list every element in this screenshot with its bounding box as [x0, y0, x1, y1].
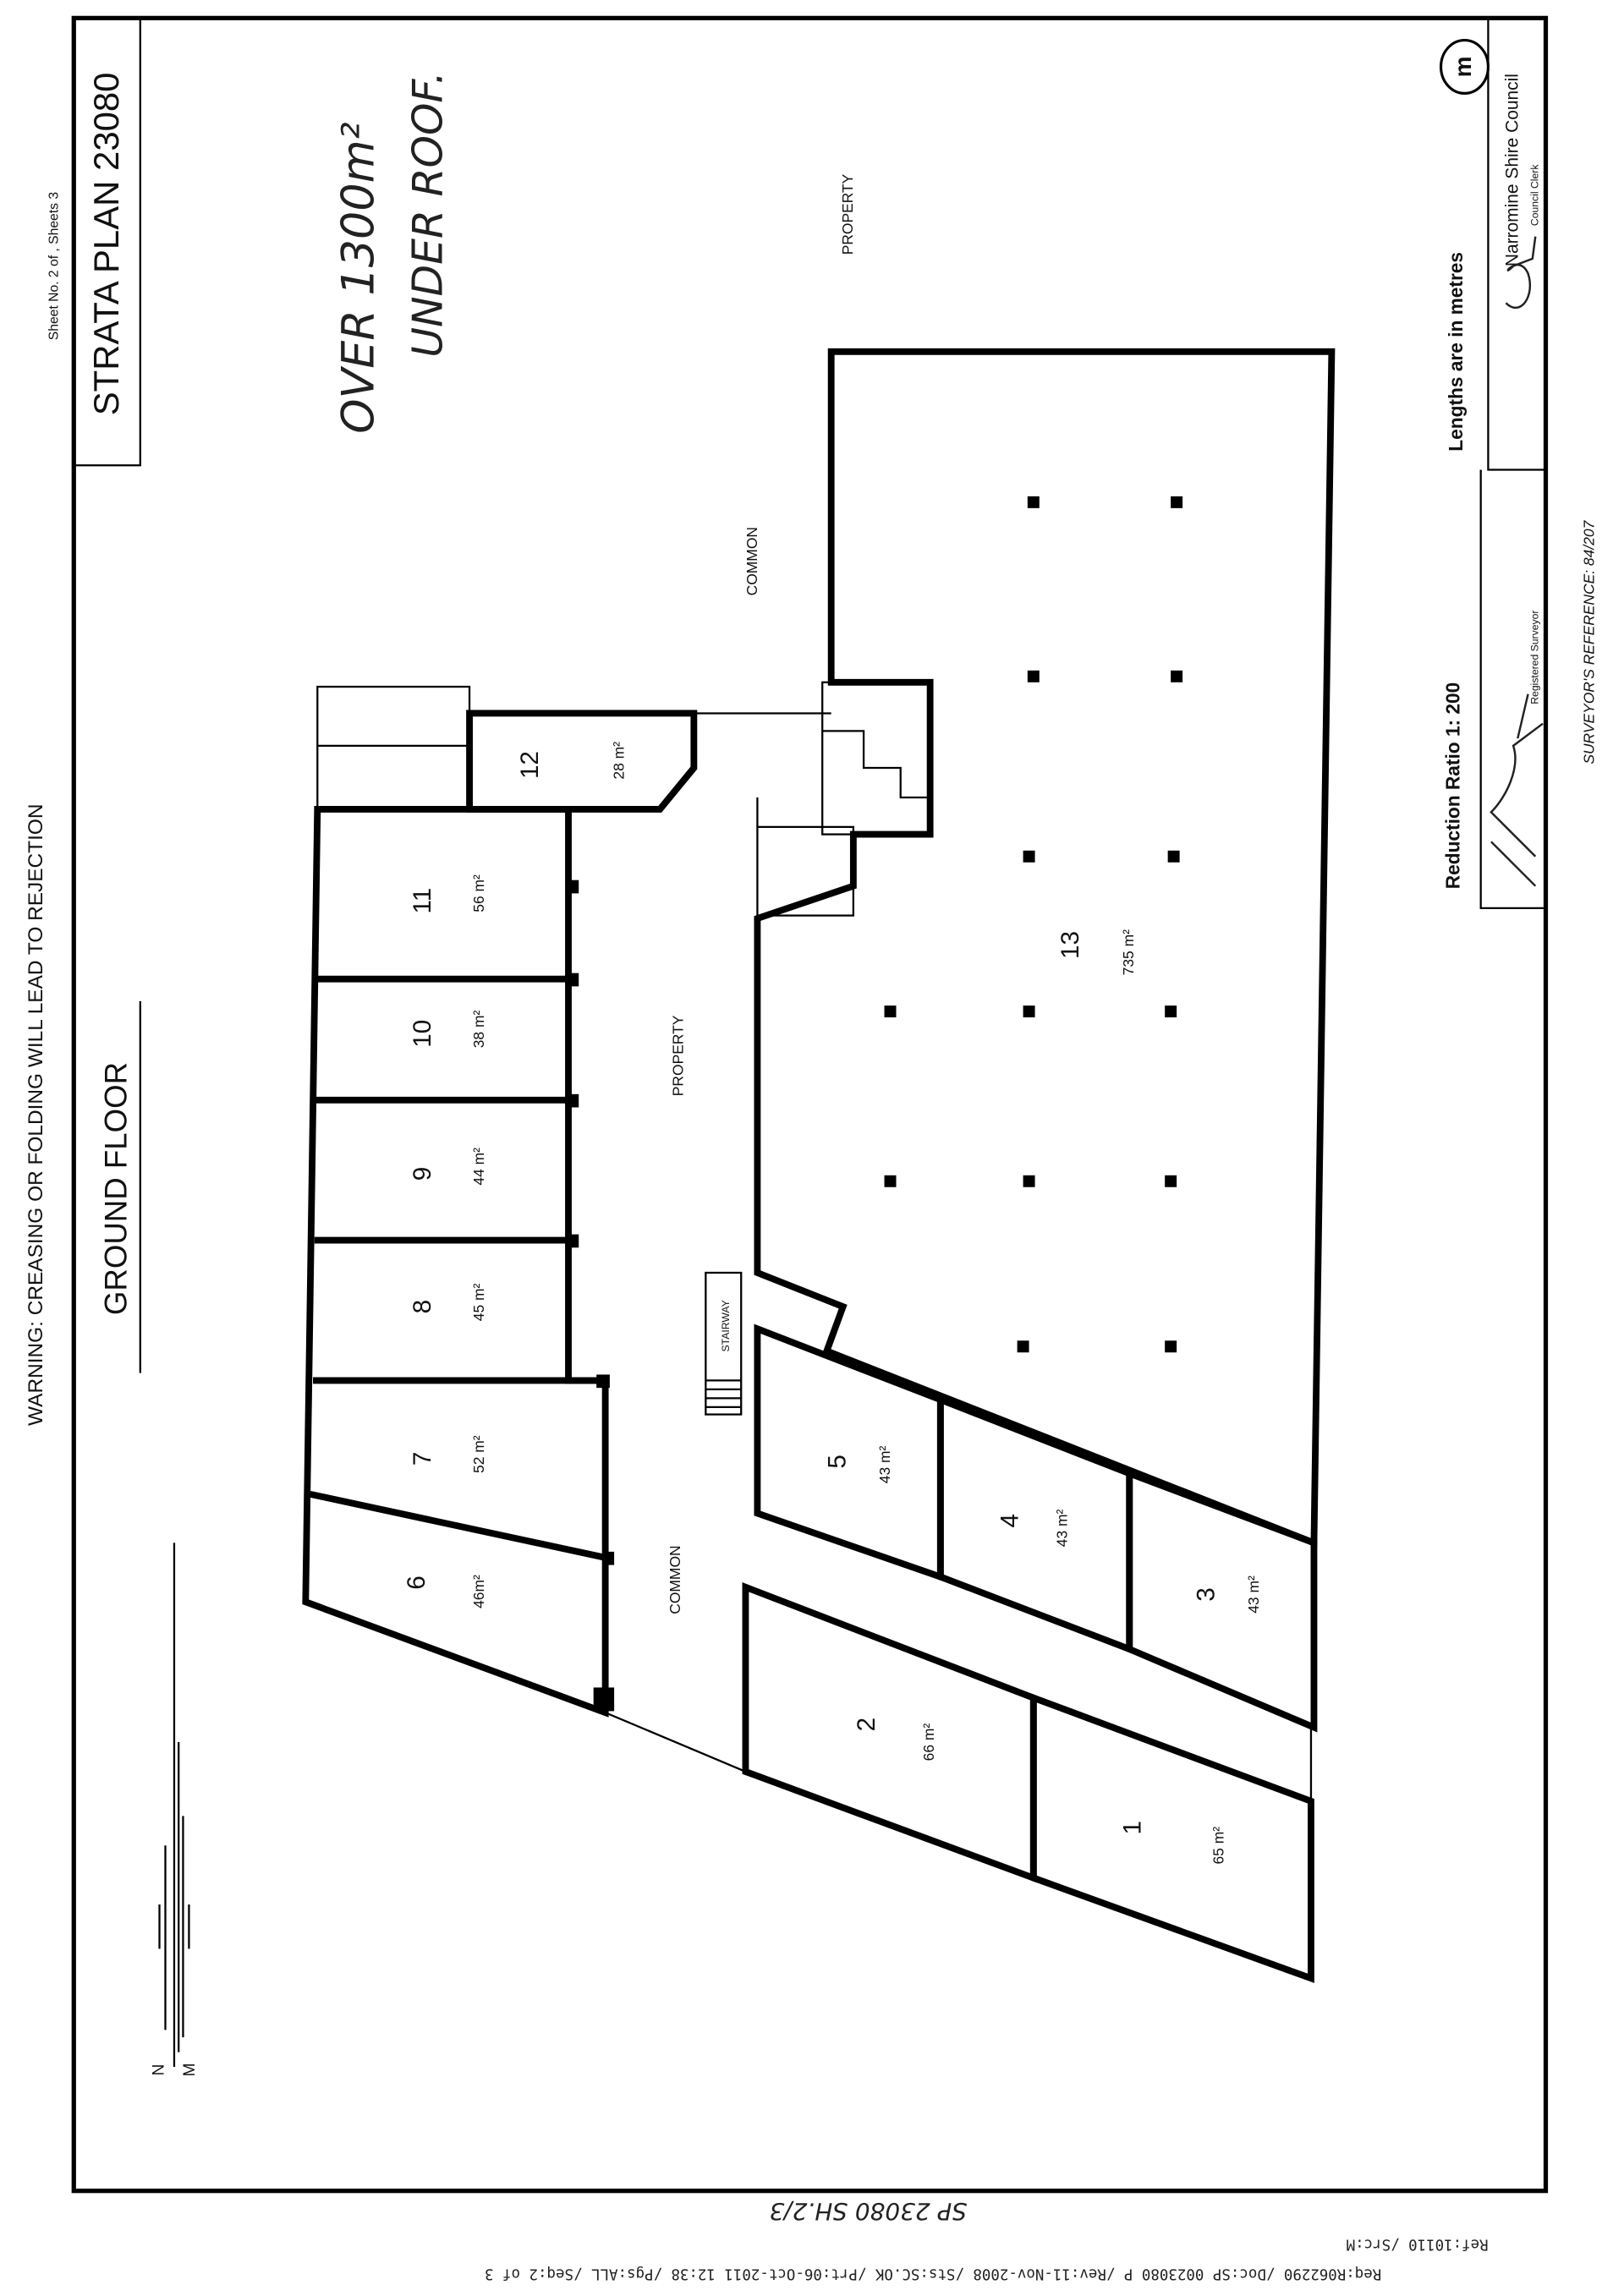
unit-area: 38 m²	[470, 1011, 487, 1049]
unit-number: 8	[409, 1300, 436, 1314]
column-marker	[884, 1175, 897, 1187]
unit-5-outline	[754, 1323, 944, 1582]
unit-area: 66 m²	[920, 1723, 937, 1762]
note-line-2: UNDER ROOF.	[404, 71, 453, 357]
warning-text: WARNING: CREASING OR FOLDING WILL LEAD T…	[25, 803, 47, 1425]
column-marker	[1027, 670, 1040, 682]
unit-3-outline	[1126, 1468, 1318, 1733]
unit-number: 4	[996, 1514, 1023, 1528]
north-arrow: N M	[151, 1543, 199, 2077]
request-line: Req:R062290 /Doc:SP 0023080 P /Rev:11-No…	[485, 2265, 1381, 2282]
column-marker	[1171, 496, 1183, 508]
handwritten-note: OVER 1300m² UNDER ROOF.	[333, 71, 453, 433]
council-clerk-signature	[1505, 236, 1537, 310]
sheet-stamp: SP 23080 SH.2/3	[770, 2197, 968, 2225]
stairway-label: STAIRWAY	[720, 1300, 732, 1351]
column-marker	[1167, 850, 1180, 863]
unit-number: 7	[409, 1452, 436, 1466]
registered-surveyor: Registered Surveyor	[1528, 611, 1540, 704]
council-name: Narromine Shire Council	[1503, 74, 1522, 266]
north-label: N	[151, 2064, 168, 2076]
units-6-11-outer-wall	[302, 805, 609, 1718]
title-box: STRATA PLAN 23080 Sheet No. 2 of , Sheet…	[47, 18, 141, 467]
unit-area: 28 m²	[611, 742, 628, 780]
unit-area: 45 m²	[470, 1283, 487, 1321]
unit-2-outline	[742, 1582, 1037, 1883]
council-clerk: Council Clerk	[1528, 164, 1540, 226]
svg-text:m: m	[1450, 57, 1476, 78]
title-block: m Narromine Shire Council Council Clerk …	[1439, 18, 1597, 909]
unit-number: 6	[403, 1575, 431, 1590]
floor-title: GROUND FLOOR	[98, 1062, 133, 1315]
unit-number: 2	[853, 1718, 881, 1732]
unit-number: 10	[409, 1020, 436, 1048]
column-marker	[1171, 670, 1183, 682]
footer: SP 23080 SH.2/3 Ref:10110 /Src:M Req:R06…	[485, 2197, 1489, 2282]
unit-area: 735 m²	[1120, 929, 1137, 975]
magnetic-label: M	[181, 2063, 199, 2077]
unit-area: 43 m²	[1053, 1509, 1070, 1547]
plan-title: STRATA PLAN 23080	[86, 73, 126, 416]
ref-line: Ref:10110 /Src:M	[1347, 2235, 1489, 2252]
notch-rooms	[694, 681, 931, 917]
column-marker	[1017, 1340, 1029, 1353]
stairway: STAIRWAY	[705, 1271, 743, 1416]
sheet-number: Sheet No. 2 of , Sheets 3	[47, 192, 62, 341]
unit-number: 9	[409, 1167, 436, 1181]
column-marker	[1165, 1006, 1177, 1018]
unit-number: 3	[1193, 1587, 1221, 1602]
column-marker	[1023, 850, 1035, 863]
floor-plan: STAIRWAY	[302, 348, 1336, 1983]
column-marker	[1023, 1175, 1035, 1187]
unit-area: 56 m²	[470, 874, 487, 912]
council-logo: m	[1439, 38, 1490, 95]
surveyor-signature	[1490, 693, 1544, 887]
column-marker	[1165, 1340, 1177, 1353]
unit-number: 1	[1118, 1821, 1146, 1835]
floor-heading: GROUND FLOOR	[98, 1000, 141, 1373]
unit-4-outline	[936, 1395, 1133, 1654]
columns	[884, 496, 1183, 1353]
column-marker	[1023, 1006, 1035, 1018]
unit-1-outline	[1029, 1693, 1314, 1983]
reduction-ratio: Reduction Ratio 1: 200	[1441, 682, 1463, 890]
column-marker	[1027, 496, 1040, 508]
unit-area: 43 m²	[1245, 1575, 1262, 1614]
unit-area: 44 m²	[470, 1148, 487, 1186]
property-label: PROPERTY	[839, 173, 856, 255]
unit-labels: 1 65 m² 2 66 m² 3 43 m² 4 43 m² 5 43 m² …	[403, 742, 1262, 1865]
area-labels: PROPERTY COMMON PROPERTY COMMON	[667, 173, 856, 1614]
column-marker	[884, 1006, 897, 1018]
unit-number: 12	[516, 751, 544, 779]
unit-area: 46m²	[470, 1575, 487, 1608]
surveyors-reference: SURVEYOR'S REFERENCE: 84/207	[1580, 519, 1597, 764]
common-label: COMMON	[667, 1545, 683, 1614]
lengths-note: Lengths are in metres	[1445, 252, 1467, 452]
unit-number: 5	[823, 1455, 851, 1469]
unit-12-outline	[466, 710, 698, 813]
common-label: COMMON	[743, 527, 760, 595]
unit-area: 52 m²	[470, 1435, 487, 1473]
property-label: PROPERTY	[670, 1015, 687, 1096]
unit-number: 11	[409, 888, 436, 914]
sheet-border	[71, 15, 1549, 2194]
unit-area: 43 m²	[876, 1445, 893, 1483]
unit-area: 65 m²	[1210, 1827, 1226, 1865]
column-marker	[1165, 1175, 1177, 1187]
note-line-1: OVER 1300m²	[333, 122, 385, 433]
unit-number: 13	[1056, 931, 1084, 959]
